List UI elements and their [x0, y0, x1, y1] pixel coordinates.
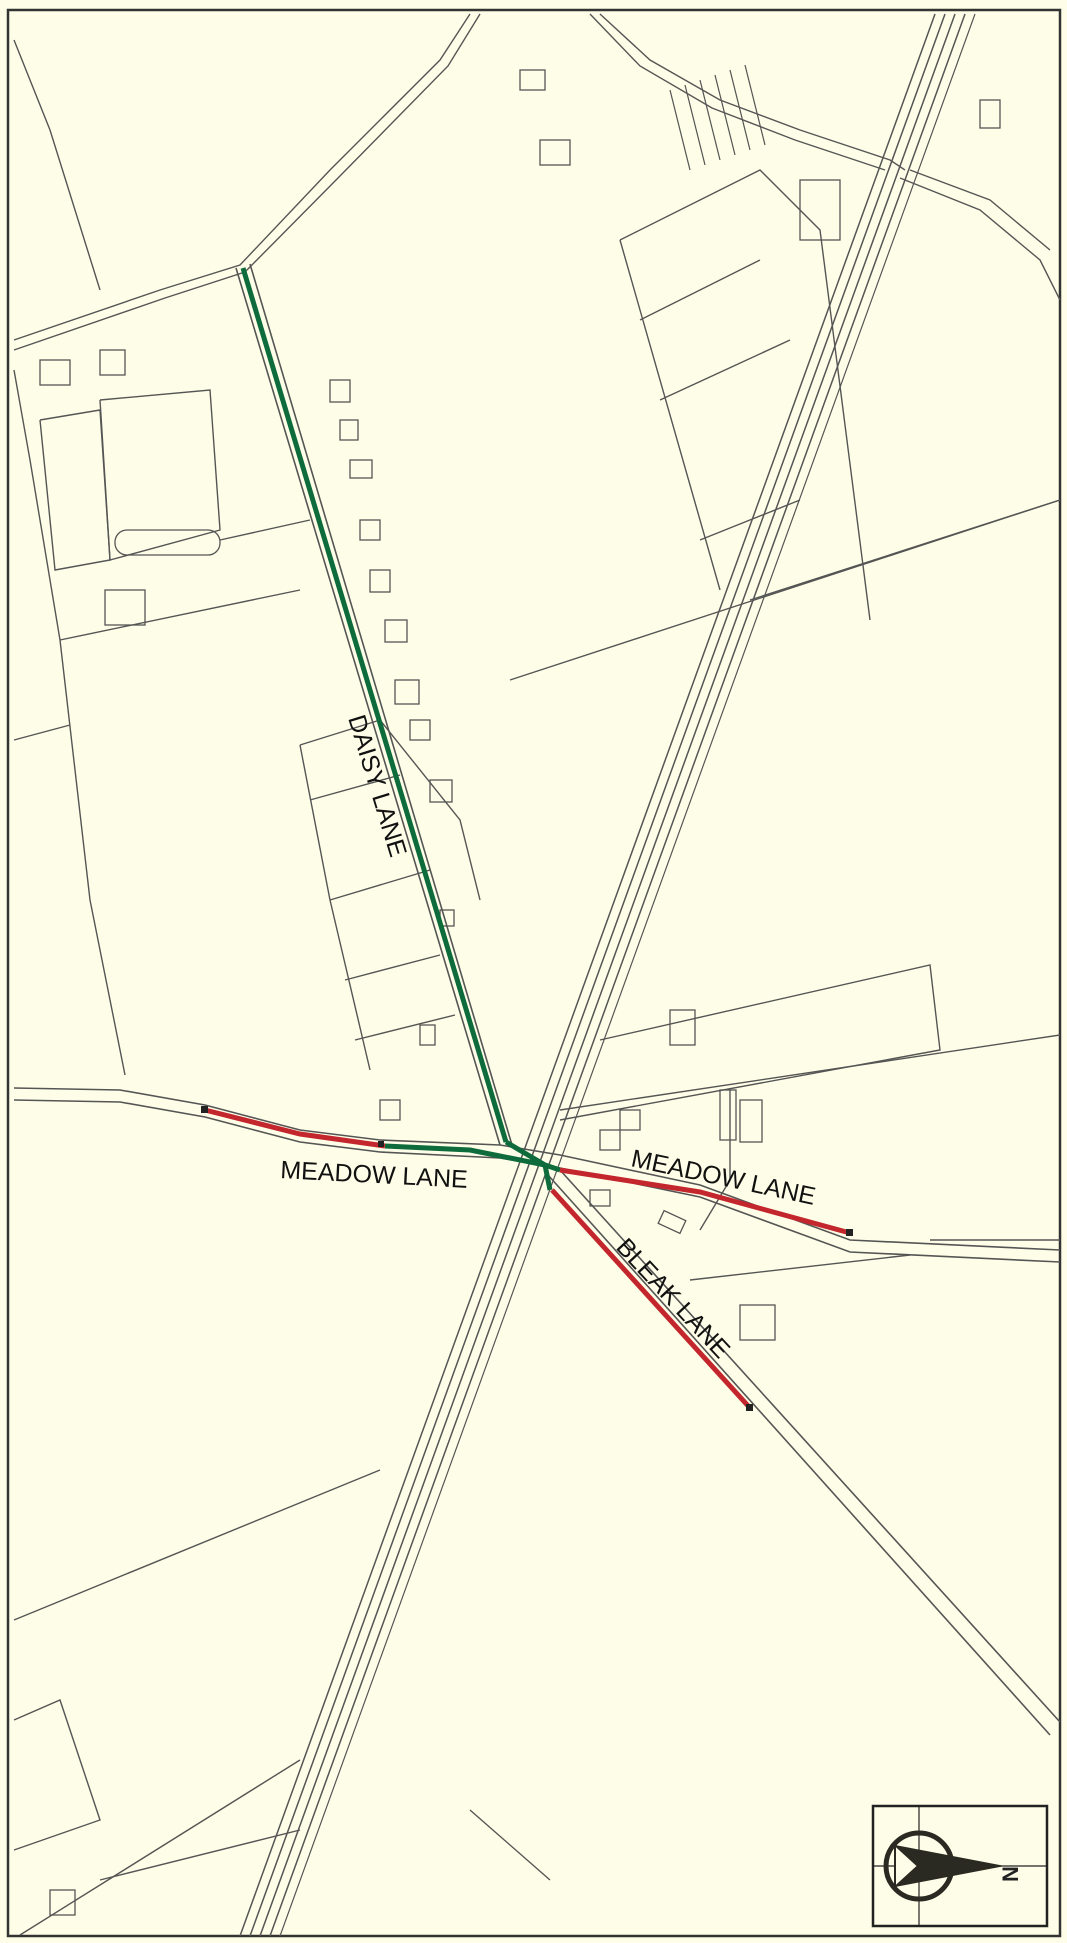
route-meadow-lane-west-green	[384, 1143, 546, 1168]
route-bleak-lane-red	[550, 1188, 752, 1410]
north-arrow: N	[871, 1804, 1049, 1928]
field-boundaries	[13, 13, 1061, 1936]
route-end-markers	[201, 1106, 853, 1411]
houses-cluster-top	[669, 64, 766, 171]
buildings	[39, 69, 1001, 1916]
daisy-lane-road-edges	[235, 263, 513, 1146]
bleak-lane-road-edges	[547, 1169, 1061, 1736]
route-meadow-lane-west-red	[204, 1107, 386, 1149]
route-meadow-lane-east-red	[559, 1167, 851, 1236]
north-letter: N	[998, 1866, 1023, 1882]
map-frame	[6, 8, 1062, 1938]
railway-line	[239, 13, 976, 1937]
north-arrow-icon	[883, 1830, 1005, 1902]
route-junction-green	[504, 1139, 561, 1191]
route-daisy-lane-green	[240, 267, 509, 1143]
